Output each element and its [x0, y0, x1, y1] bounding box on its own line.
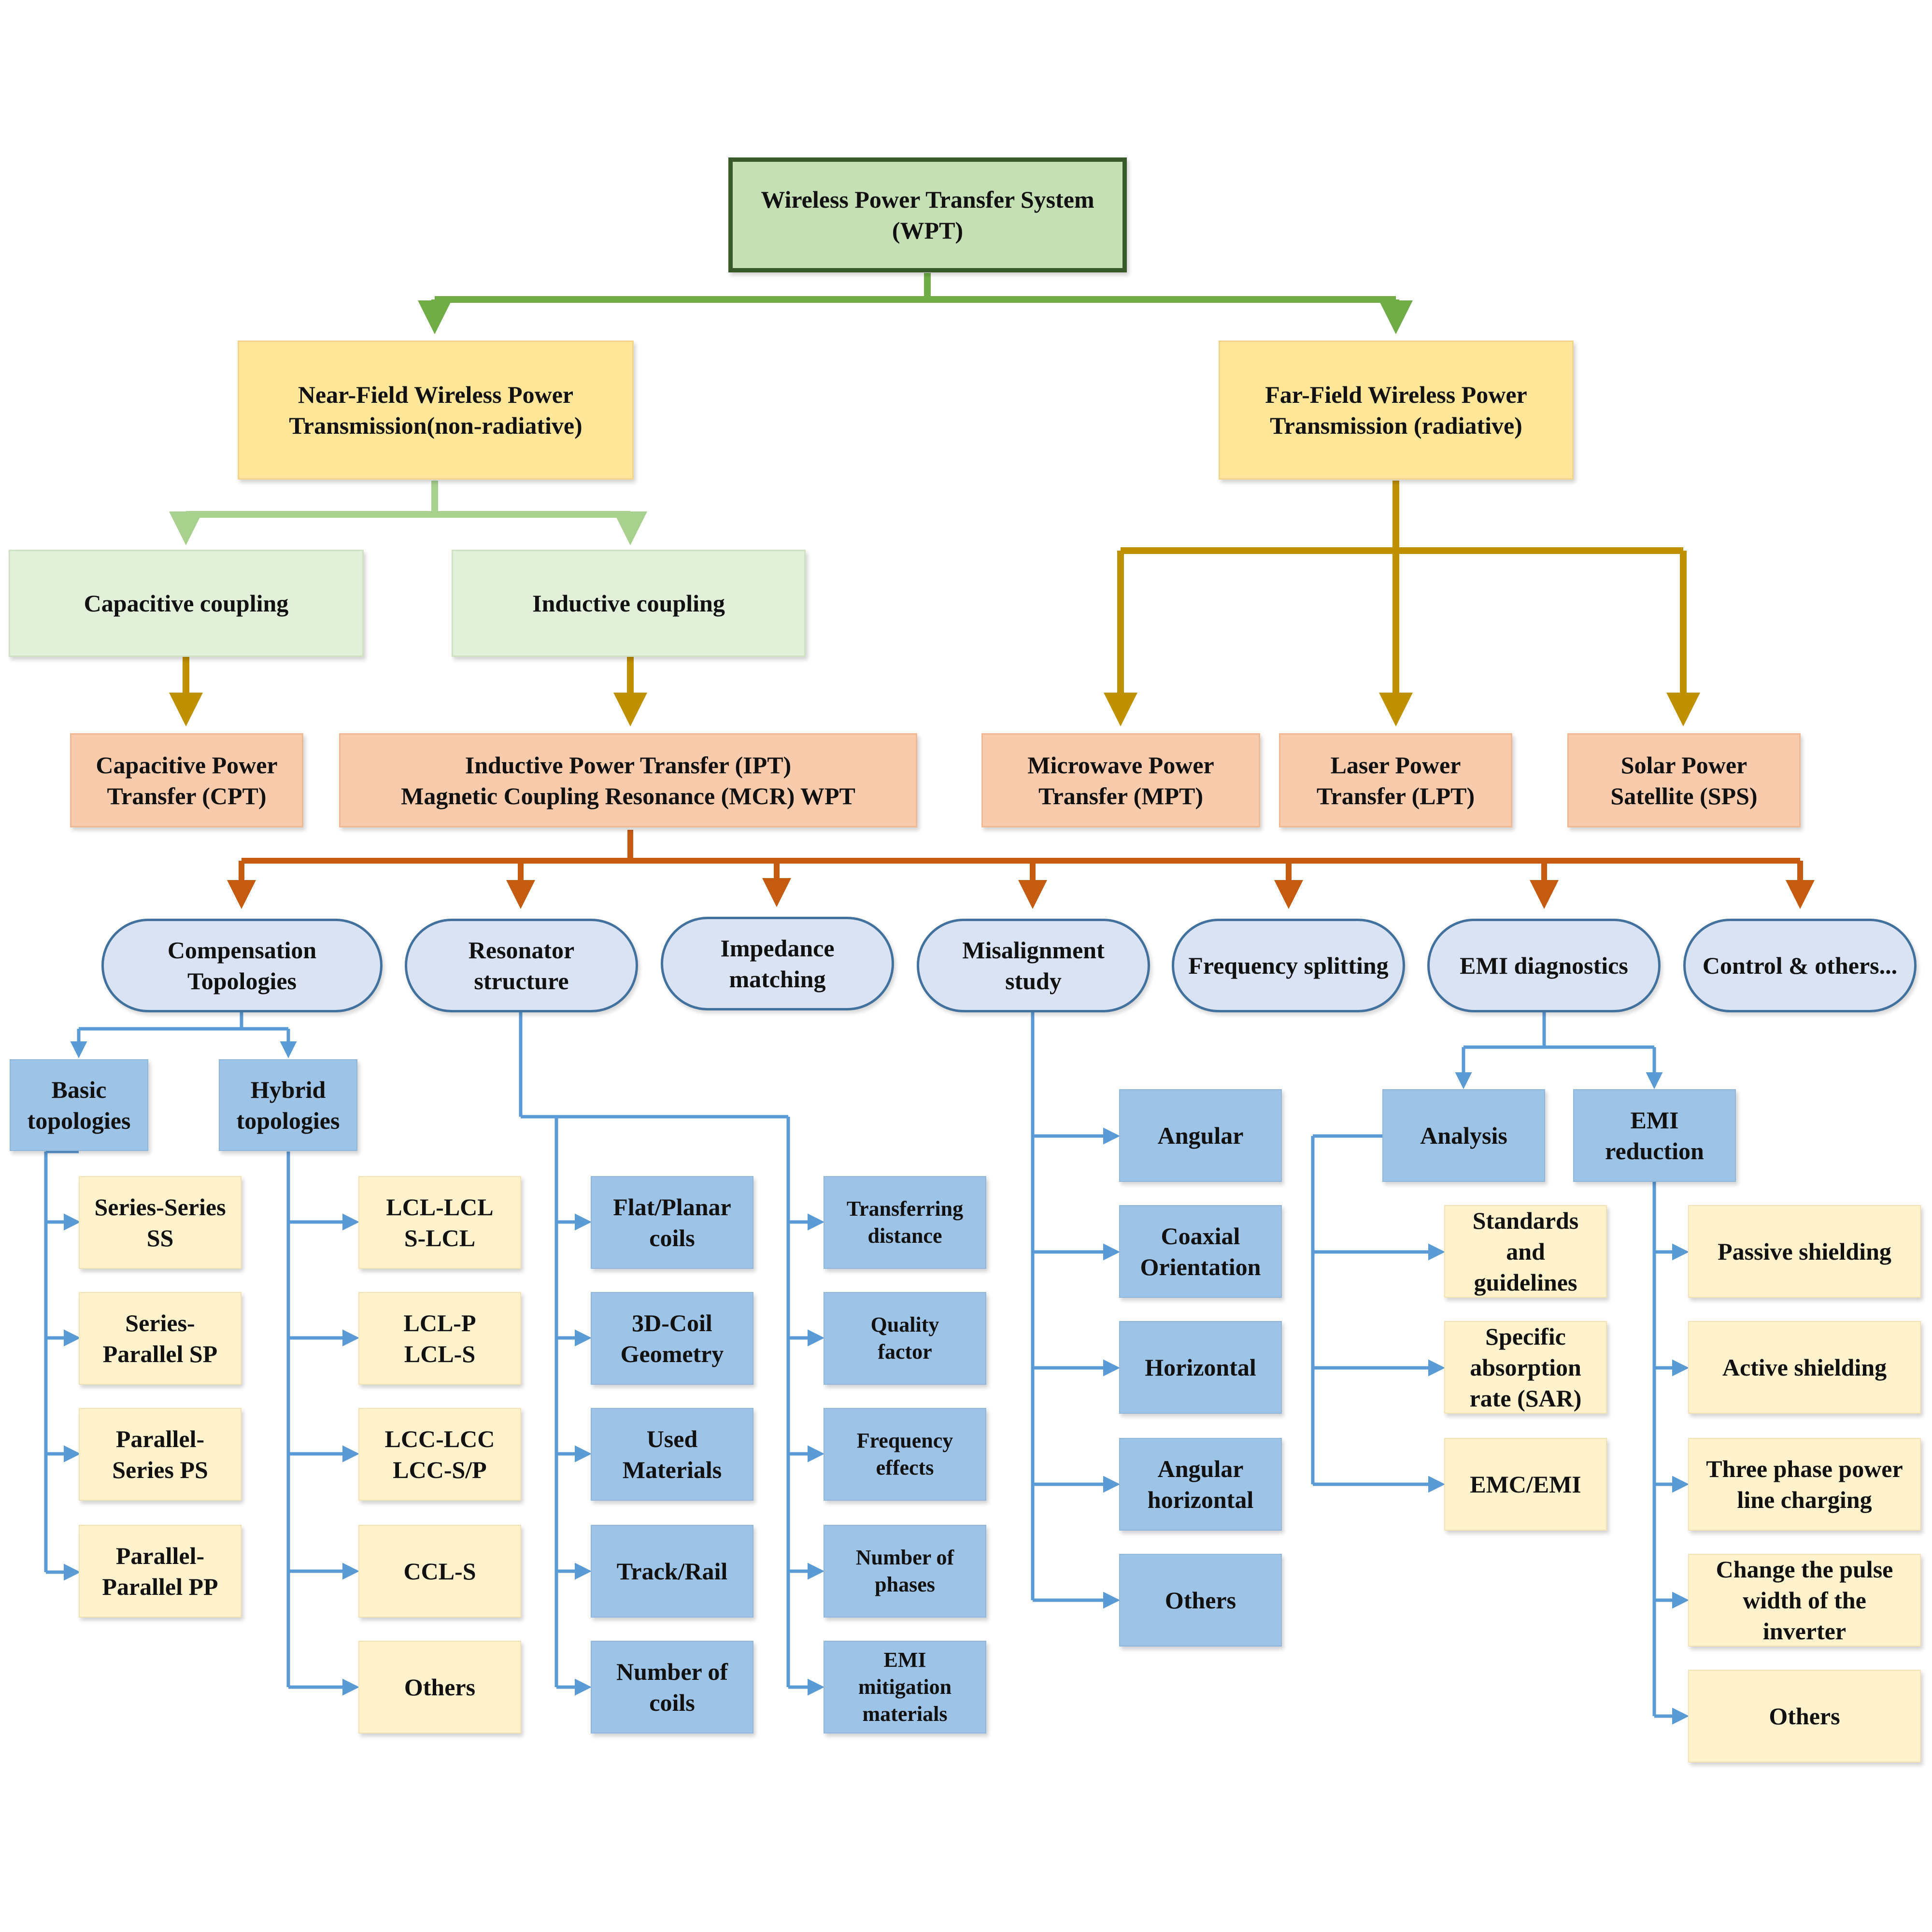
far-field-node: Far-Field Wireless Power Transmission (r…	[1219, 341, 1574, 480]
mpt-node: Microwave Power Transfer (MPT)	[981, 733, 1260, 827]
misalignment-item: Coaxial Orientation	[1119, 1205, 1282, 1298]
emi-reduction-item: Change the pulse width of the inverter	[1688, 1554, 1921, 1647]
resonator-item: Track/Rail	[591, 1525, 753, 1618]
basic-item: Parallel- Series PS	[79, 1408, 242, 1501]
basic-item: Parallel- Parallel PP	[79, 1525, 242, 1618]
emi-reduction-item: Active shielding	[1688, 1321, 1921, 1414]
near-field-node: Near-Field Wireless Power Transmission(n…	[238, 341, 634, 480]
inductive-coupling-node: Inductive coupling	[452, 550, 806, 657]
basic-topologies-node: Basic topologies	[10, 1059, 148, 1151]
resonator-item: Number of coils	[591, 1641, 753, 1733]
resonator-item: Quality factor	[824, 1292, 986, 1385]
hybrid-item: CCL-S	[358, 1525, 521, 1618]
cpt-node: Capacitive Power Transfer (CPT)	[70, 733, 303, 827]
misalignment-item: Angular	[1119, 1089, 1282, 1182]
resonator-item: Frequency effects	[824, 1408, 986, 1501]
hybrid-item: LCC-LCC LCC-S/P	[358, 1408, 521, 1501]
resonator-item: 3D-Coil Geometry	[591, 1292, 753, 1385]
hybrid-item: LCL-P LCL-S	[358, 1292, 521, 1385]
branch-emi-diagnostics: EMI diagnostics	[1427, 919, 1661, 1012]
emi-reduction-item: Passive shielding	[1688, 1205, 1921, 1298]
sps-node: Solar Power Satellite (SPS)	[1567, 733, 1801, 827]
basic-item: Series-Series SS	[79, 1176, 242, 1269]
misalignment-item: Others	[1119, 1554, 1282, 1647]
hybrid-item: LCL-LCL S-LCL	[358, 1176, 521, 1269]
ipt-branch-connectors	[227, 830, 1815, 909]
branch-control-others: Control & others...	[1683, 919, 1917, 1012]
branch-impedance-matching: Impedance matching	[661, 917, 894, 1010]
emi-reduction-item: Others	[1688, 1670, 1921, 1762]
resonator-item: Used Materials	[591, 1408, 753, 1501]
lpt-node: Laser Power Transfer (LPT)	[1279, 733, 1512, 827]
root-wpt-system: Wireless Power Transfer System (WPT)	[728, 157, 1127, 272]
emi-analysis-item: Standards and guidelines	[1444, 1205, 1607, 1298]
emi-analysis-item: Specific absorption rate (SAR)	[1444, 1321, 1607, 1414]
near-field-connectors	[169, 481, 647, 545]
emi-analysis-node: Analysis	[1382, 1089, 1545, 1182]
gold-connectors	[169, 481, 1700, 726]
hybrid-item: Others	[358, 1641, 521, 1733]
misalignment-item: Angular horizontal	[1119, 1438, 1282, 1531]
branch-compensation-topologies: Compensation Topologies	[101, 919, 383, 1012]
basic-item: Series- Parallel SP	[79, 1292, 242, 1385]
resonator-item: Flat/Planar coils	[591, 1176, 753, 1269]
branch-misalignment-study: Misalignment study	[917, 919, 1150, 1012]
emi-analysis-item: EMC/EMI	[1444, 1438, 1607, 1531]
ipt-node: Inductive Power Transfer (IPT) Magnetic …	[339, 733, 917, 827]
hybrid-topologies-node: Hybrid topologies	[219, 1059, 357, 1151]
branch-frequency-splitting: Frequency splitting	[1172, 919, 1405, 1012]
root-connectors	[418, 273, 1413, 334]
resonator-item: Number of phases	[824, 1525, 986, 1618]
misalignment-item: Horizontal	[1119, 1321, 1282, 1414]
blue-connectors	[44, 1012, 1689, 1725]
resonator-item: Transferring distance	[824, 1176, 986, 1269]
emi-reduction-node: EMI reduction	[1573, 1089, 1736, 1182]
capacitive-coupling-node: Capacitive coupling	[9, 550, 364, 657]
branch-resonator-structure: Resonator structure	[405, 919, 638, 1012]
resonator-item: EMI mitigation materials	[824, 1641, 986, 1733]
emi-reduction-item: Three phase power line charging	[1688, 1438, 1921, 1531]
